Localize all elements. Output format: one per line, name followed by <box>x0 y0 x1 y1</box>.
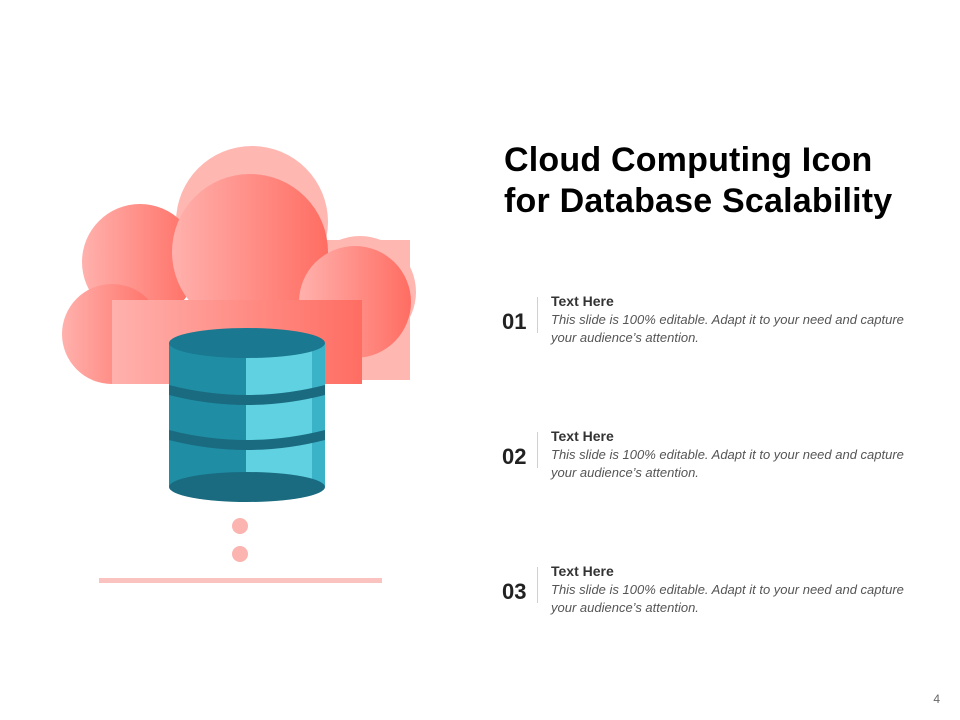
list-item-03: 03 Text Here This slide is 100% editable… <box>500 563 920 633</box>
item-title: Text Here <box>551 428 614 444</box>
item-number: 01 <box>502 309 527 334</box>
page-number: 4 <box>933 692 940 706</box>
title-line-2: for Database Scalability <box>504 182 893 220</box>
item-title: Text Here <box>551 563 614 579</box>
item-divider <box>537 432 538 468</box>
connection-dots <box>232 518 248 562</box>
title-line-1: Cloud Computing Icon <box>504 141 873 179</box>
list-item-01: 01 Text Here This slide is 100% editable… <box>500 293 920 363</box>
slide-title: Cloud Computing Icon for Database Scalab… <box>504 140 944 222</box>
item-body: This slide is 100% editable. Adapt it to… <box>551 582 904 615</box>
list-item-02: 02 Text Here This slide is 100% editable… <box>500 428 920 498</box>
item-title: Text Here <box>551 293 614 309</box>
item-divider <box>537 297 538 333</box>
item-number: 02 <box>502 444 527 469</box>
item-body: This slide is 100% editable. Adapt it to… <box>551 312 904 345</box>
database-icon <box>169 328 325 502</box>
cloud-database-illustration <box>62 146 416 583</box>
item-divider <box>537 567 538 603</box>
baseline-bar <box>99 578 382 583</box>
item-number: 03 <box>502 579 527 604</box>
item-body: This slide is 100% editable. Adapt it to… <box>551 447 904 480</box>
